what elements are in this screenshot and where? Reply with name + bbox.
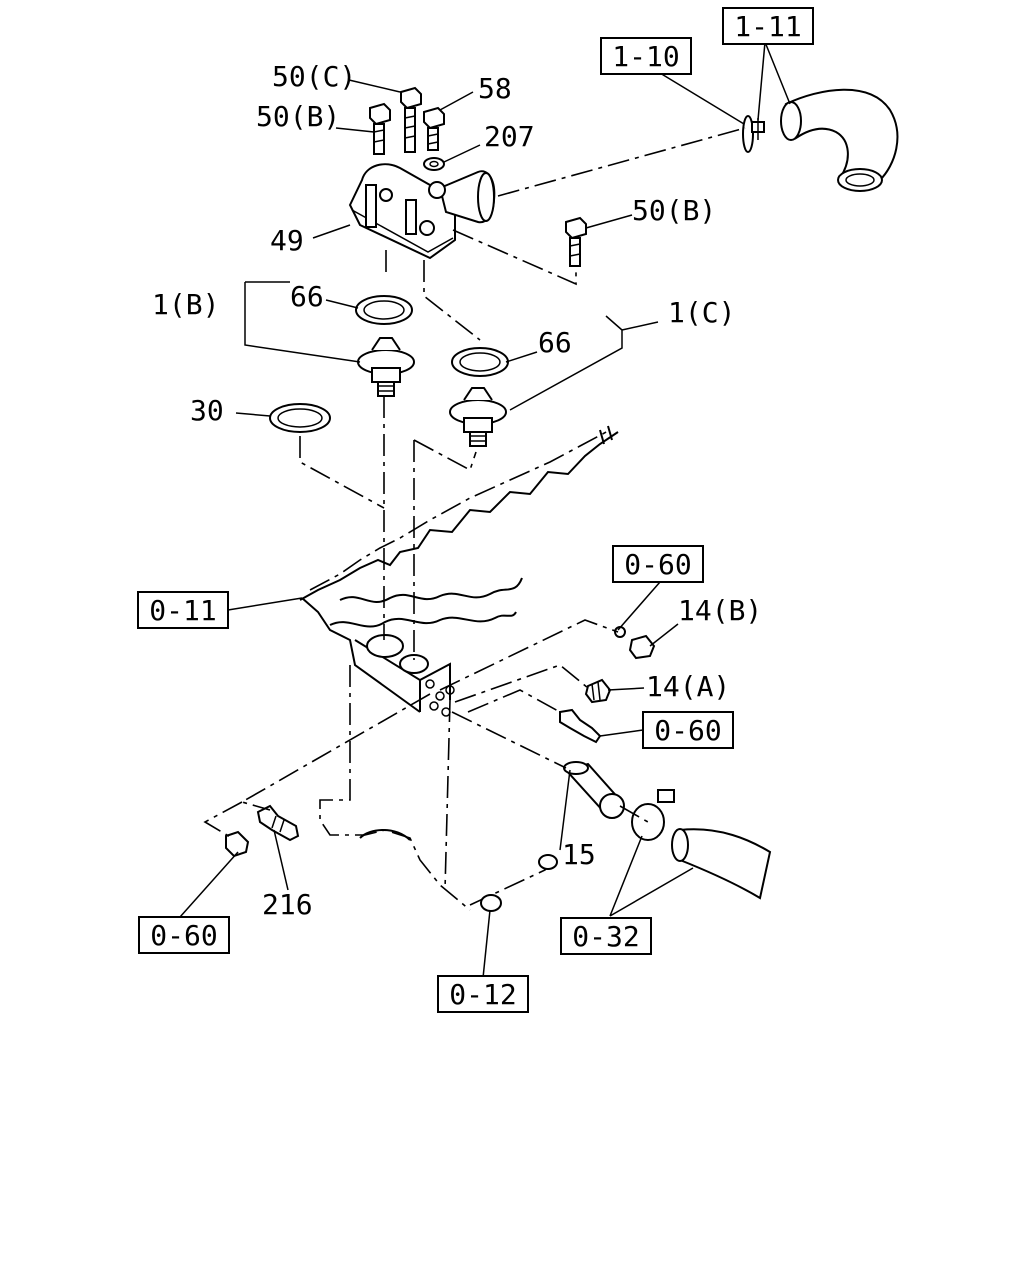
leader-lines (179, 41, 791, 979)
cylinder-head (299, 425, 619, 912)
label-66-right: 66 (538, 326, 572, 359)
ref-0-12: 0-12 (449, 978, 516, 1011)
plug-14a (584, 678, 612, 704)
label-58: 58 (478, 72, 512, 105)
seal-ring-30 (269, 403, 331, 433)
ref-0-60-top: 0-60 (624, 548, 691, 581)
thermostat-1b (357, 337, 415, 397)
ref-0-60-left: 0-60 (150, 919, 217, 952)
gasket-66-right (451, 347, 509, 377)
bolt-50c (400, 86, 422, 153)
label-50c: 50(C) (272, 60, 356, 93)
label-66-left: 66 (290, 280, 324, 313)
label-1b: 1(B) (152, 288, 219, 321)
sensor-right (559, 708, 602, 744)
water-temp-sensor-216 (256, 804, 300, 842)
plug-14b (614, 626, 656, 660)
label-50b-right: 50(B) (632, 194, 716, 227)
hose-clamp-lower (631, 789, 675, 841)
bolt-50b-top (369, 102, 391, 155)
water-pipe-15 (563, 761, 625, 819)
lower-hose (671, 828, 772, 900)
drain-plug-left (225, 830, 250, 858)
thermostat-housing (348, 163, 496, 260)
bolt-58 (423, 106, 445, 151)
label-30: 30 (190, 394, 224, 427)
thermostat-1c (449, 387, 507, 447)
label-50b-top: 50(B) (256, 100, 340, 133)
bolt-50b-right (565, 216, 587, 267)
label-216: 216 (262, 888, 313, 921)
ref-1-10: 1-10 (612, 40, 679, 73)
washer-207 (423, 157, 445, 171)
ref-0-32: 0-32 (572, 920, 639, 953)
center-lines (203, 127, 746, 839)
label-15: 15 (562, 838, 596, 871)
hose-clamp-top (742, 115, 765, 153)
upper-hose (780, 88, 899, 192)
ref-1-11: 1-11 (734, 10, 801, 43)
gasket-66-left (355, 295, 413, 325)
label-14a: 14(A) (646, 670, 730, 703)
ref-0-60-mid: 0-60 (654, 714, 721, 747)
ref-0-11: 0-11 (149, 594, 216, 627)
label-49: 49 (270, 224, 304, 257)
label-1c: 1(C) (668, 296, 735, 329)
label-14b: 14(B) (678, 594, 762, 627)
boxes (137, 7, 814, 1013)
label-207: 207 (484, 120, 535, 153)
